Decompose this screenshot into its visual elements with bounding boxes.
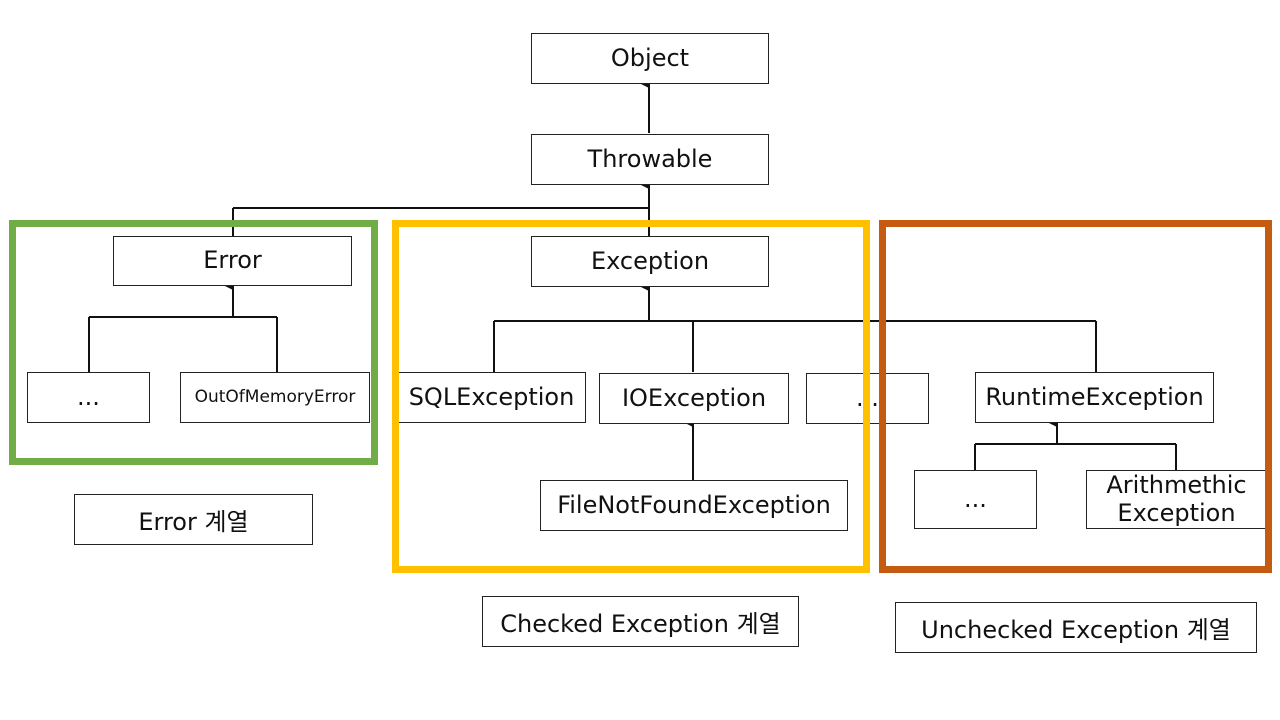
throwable-node: Throwable [531,134,769,185]
throwable-label: Throwable [587,144,713,173]
unchecked-family-caption-label: Unchecked Exception 계열 [921,616,1231,644]
runtime-child-ellipsis-node: ... [914,470,1037,529]
checked-family-caption-label: Checked Exception 계열 [500,610,781,638]
error-family-caption-label: Error 계열 [138,508,249,536]
unchecked-family-box [879,220,1272,573]
checked-family-caption: Checked Exception 계열 [482,596,799,647]
object-node: Object [531,33,769,84]
error-family-caption: Error 계열 [74,494,313,545]
checked-family-box [392,220,870,573]
unchecked-family-caption: Unchecked Exception 계열 [895,602,1257,653]
object-label: Object [610,43,690,72]
error-family-box [9,220,378,465]
